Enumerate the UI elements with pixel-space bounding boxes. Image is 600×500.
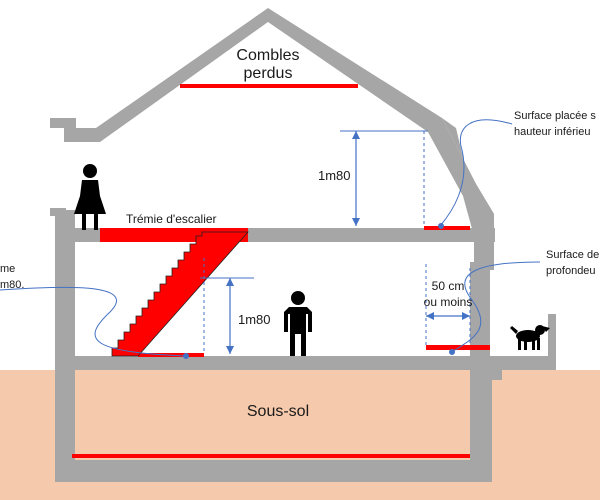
lower-height-label: 1m80 xyxy=(238,312,271,327)
person-icon xyxy=(74,164,106,230)
callout-right-upper-line2: hauteur inférieu xyxy=(514,126,590,138)
stairwell-label: Trémie d'escalier xyxy=(126,212,217,226)
callout-left-line1: me xyxy=(0,263,15,275)
low-ceiling-surface xyxy=(424,226,470,230)
callout-right-lower-line2: profondeu xyxy=(546,265,596,277)
dog-icon xyxy=(510,325,550,350)
attic-floor-surface xyxy=(180,84,358,88)
depth-label-line1: 50 cm xyxy=(432,279,465,293)
staircase xyxy=(111,231,249,357)
callout-lines xyxy=(0,119,541,359)
attic-label-line1: Combles xyxy=(236,47,299,64)
attic-label-line2: perdus xyxy=(244,65,293,82)
callout-right-upper-line1: Surface placée s xyxy=(514,110,596,122)
alcove-surface xyxy=(426,345,490,350)
basement-floor-surface xyxy=(72,454,470,458)
basement-label: Sous-sol xyxy=(247,403,309,420)
callout-right-lower-line1: Surface de xyxy=(546,249,599,261)
person-icon xyxy=(284,291,312,356)
dimension-lines xyxy=(200,130,471,354)
upper-height-label: 1m80 xyxy=(318,168,351,183)
callout-left-line2: m80. xyxy=(0,279,24,291)
depth-label-line2: ou moins xyxy=(424,295,473,309)
